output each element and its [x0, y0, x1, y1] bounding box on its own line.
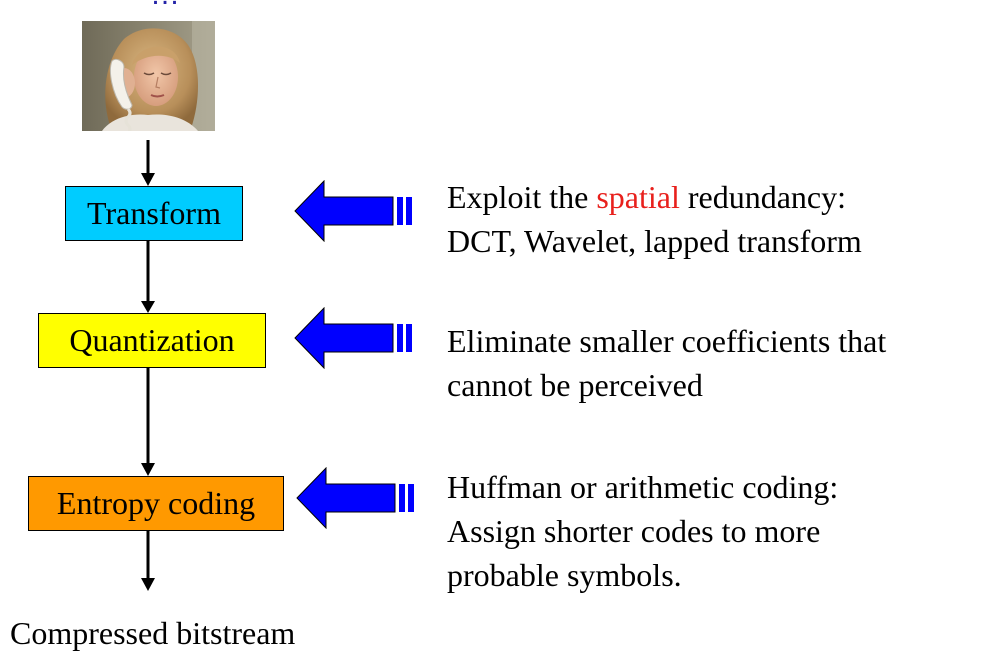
woman-on-telephone-photo [82, 21, 215, 131]
stage-transform: Transform [65, 186, 243, 241]
arrowhead-down-icon [141, 173, 155, 186]
blue-block-arrow-left-icon [294, 307, 412, 369]
note-quantization: Eliminate smaller coefficients that cann… [447, 319, 886, 407]
note-line: Exploit the spatial redundancy: [447, 175, 862, 219]
note-text: Exploit the [447, 179, 597, 215]
note-entropy-coding: Huffman or arithmetic coding: Assign sho… [447, 465, 838, 597]
stage-label: Quantization [69, 322, 235, 358]
stage-label: Entropy coding [56, 485, 256, 521]
output-label: Compressed bitstream [10, 615, 296, 651]
stage-quantization: Quantization [38, 313, 266, 368]
note-line: DCT, Wavelet, lapped transform [447, 223, 862, 259]
note-highlight-spatial: spatial [596, 179, 680, 215]
note-line: probable symbols. [447, 557, 682, 593]
arrowhead-down-icon [141, 463, 155, 476]
slide-title: … [150, 0, 180, 10]
note-text: redundancy: [679, 179, 846, 215]
note-line: cannot be perceived [447, 367, 703, 403]
note-transform: Exploit the spatial redundancy: DCT, Wav… [447, 175, 862, 263]
note-line: Huffman or arithmetic coding: [447, 469, 839, 505]
blue-block-arrow-left-icon [294, 180, 412, 242]
blue-block-arrow-left-icon [296, 467, 414, 529]
arrowhead-down-icon [141, 578, 155, 591]
note-line: Eliminate smaller coefficients that [447, 323, 887, 359]
title-strip: … [0, 0, 985, 10]
arrowhead-down-icon [141, 301, 155, 313]
stage-entropy-coding: Entropy coding [28, 476, 284, 531]
stage-label: Transform [87, 195, 221, 231]
note-line: Assign shorter codes to more [447, 513, 821, 549]
